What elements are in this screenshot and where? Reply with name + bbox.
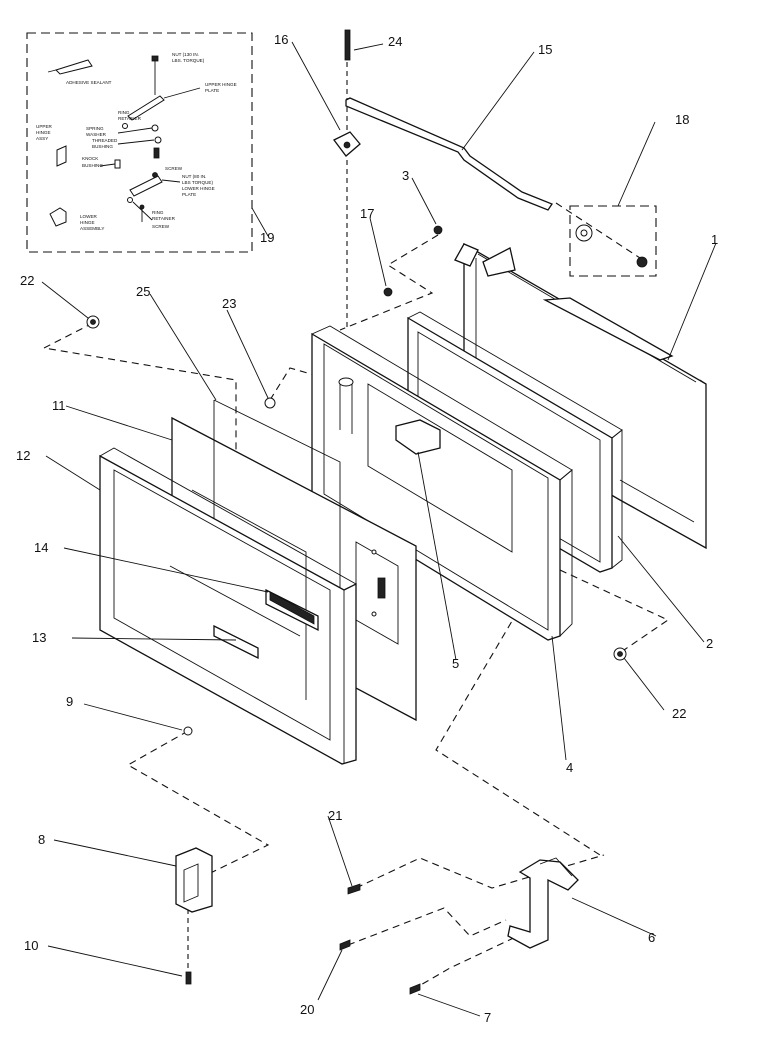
label-screw-bot: SCREW bbox=[152, 224, 170, 229]
callout-17: 17 bbox=[360, 206, 374, 221]
part-4-door-frame bbox=[311, 325, 573, 641]
callout-3: 3 bbox=[402, 168, 409, 183]
label-upper-hinge-2: HINGE bbox=[36, 130, 51, 135]
part-20-screw bbox=[339, 939, 351, 951]
callout-20: 20 bbox=[300, 1002, 314, 1017]
part-23-clip bbox=[264, 397, 276, 409]
label-nut-top-2: LBS. TORQUE) bbox=[172, 58, 205, 63]
callout-4: 4 bbox=[566, 760, 573, 775]
callout-18: 18 bbox=[675, 112, 689, 127]
inset-upper-hinge-assy bbox=[56, 145, 67, 167]
label-spring-washer-2: WASHER bbox=[86, 132, 107, 137]
label-ring-retainer-2: RETAINER bbox=[118, 116, 142, 121]
callout-14: 14 bbox=[34, 540, 48, 555]
label-lower-assy-3: ASSEMBLY bbox=[80, 226, 104, 231]
part-9-screw bbox=[183, 726, 193, 736]
label-nut-bot-1: NUT (80 IN. bbox=[182, 174, 206, 179]
label-upper-plate-2: PLATE bbox=[205, 88, 219, 93]
label-lower-assy-2: HINGE bbox=[80, 220, 95, 225]
label-ring-bot-1: RING bbox=[152, 210, 164, 215]
callout-22-bottom: 22 bbox=[672, 706, 686, 721]
part-10-screw bbox=[185, 971, 192, 985]
inset-lower-hinge-assembly bbox=[49, 207, 67, 227]
callout-13: 13 bbox=[32, 630, 46, 645]
label-upper-hinge-3: ASSY bbox=[36, 136, 48, 141]
callout-25: 25 bbox=[136, 284, 150, 299]
part-7-screw bbox=[409, 983, 421, 995]
callout-6: 6 bbox=[648, 930, 655, 945]
hinge-detail-inset: ADHESIVE SEALANT NUT (130 IN. LBS. TORQU… bbox=[26, 32, 253, 253]
adhesive-sealant-tube bbox=[55, 59, 93, 75]
inset-upper-hinge-plate bbox=[127, 95, 165, 121]
part-21-screw bbox=[347, 883, 361, 895]
callout-10: 10 bbox=[24, 938, 38, 953]
label-lower-plate-2: PLATE bbox=[182, 192, 196, 197]
callout-8: 8 bbox=[38, 832, 45, 847]
callout-23: 23 bbox=[222, 296, 236, 311]
leader-lines bbox=[41, 41, 717, 1017]
callout-16: 16 bbox=[274, 32, 288, 47]
label-threaded-bushing-2: BUSHING bbox=[92, 144, 113, 149]
part-6-latch bbox=[507, 859, 579, 949]
part-8-bracket bbox=[175, 847, 213, 913]
label-adhesive-sealant: ADHESIVE SEALANT bbox=[66, 80, 112, 85]
callout-numbers: 16 24 15 18 3 17 1 19 22 25 23 11 12 14 … bbox=[16, 32, 718, 1025]
hardware-screws-nuts bbox=[86, 29, 657, 995]
label-screw-top: SCREW bbox=[165, 166, 183, 171]
label-threaded-bushing-1: THREADED bbox=[92, 138, 118, 143]
label-nut-bot-2: LBS TORQUE) bbox=[182, 180, 213, 185]
label-ring-bot-2: RETAINER bbox=[152, 216, 176, 221]
part-3-screw bbox=[433, 225, 443, 235]
callout-24: 24 bbox=[388, 34, 402, 49]
callout-7: 7 bbox=[484, 1010, 491, 1025]
callout-1: 1 bbox=[711, 232, 718, 247]
callout-15: 15 bbox=[538, 42, 552, 57]
label-spring-washer-1: SPRING bbox=[86, 126, 104, 131]
label-lower-plate-1: LOWER HINGE bbox=[182, 186, 215, 191]
callout-12: 12 bbox=[16, 448, 30, 463]
callout-9: 9 bbox=[66, 694, 73, 709]
label-nut-top-1: NUT (130 IN. bbox=[172, 52, 199, 57]
callout-22-top: 22 bbox=[20, 273, 34, 288]
part-12-front-door-frame bbox=[99, 447, 357, 765]
callout-5: 5 bbox=[452, 656, 459, 671]
label-lower-assy-1: LOWER bbox=[80, 214, 98, 219]
part-24-screw bbox=[344, 29, 351, 61]
label-ring-retainer-1: RING bbox=[118, 110, 130, 115]
label-knock-bushing-1: KNOCK bbox=[82, 156, 99, 161]
callout-11: 11 bbox=[52, 398, 66, 413]
label-knock-bushing-2: BUSHING bbox=[82, 163, 103, 168]
callout-2: 2 bbox=[706, 636, 713, 651]
label-upper-hinge-1: UPPER bbox=[36, 124, 53, 129]
part-15-hinge-rod bbox=[345, 97, 553, 211]
inset-nut-top bbox=[151, 55, 159, 62]
callout-19: 19 bbox=[260, 230, 274, 245]
part-17-screw bbox=[383, 287, 393, 297]
callout-21: 21 bbox=[328, 808, 342, 823]
label-upper-plate-1: UPPER HINGE bbox=[205, 82, 237, 87]
assembly-guide-lines bbox=[42, 62, 670, 991]
part-1-rear-panel bbox=[454, 242, 707, 550]
inset-lower-hinge-plate bbox=[129, 175, 163, 197]
